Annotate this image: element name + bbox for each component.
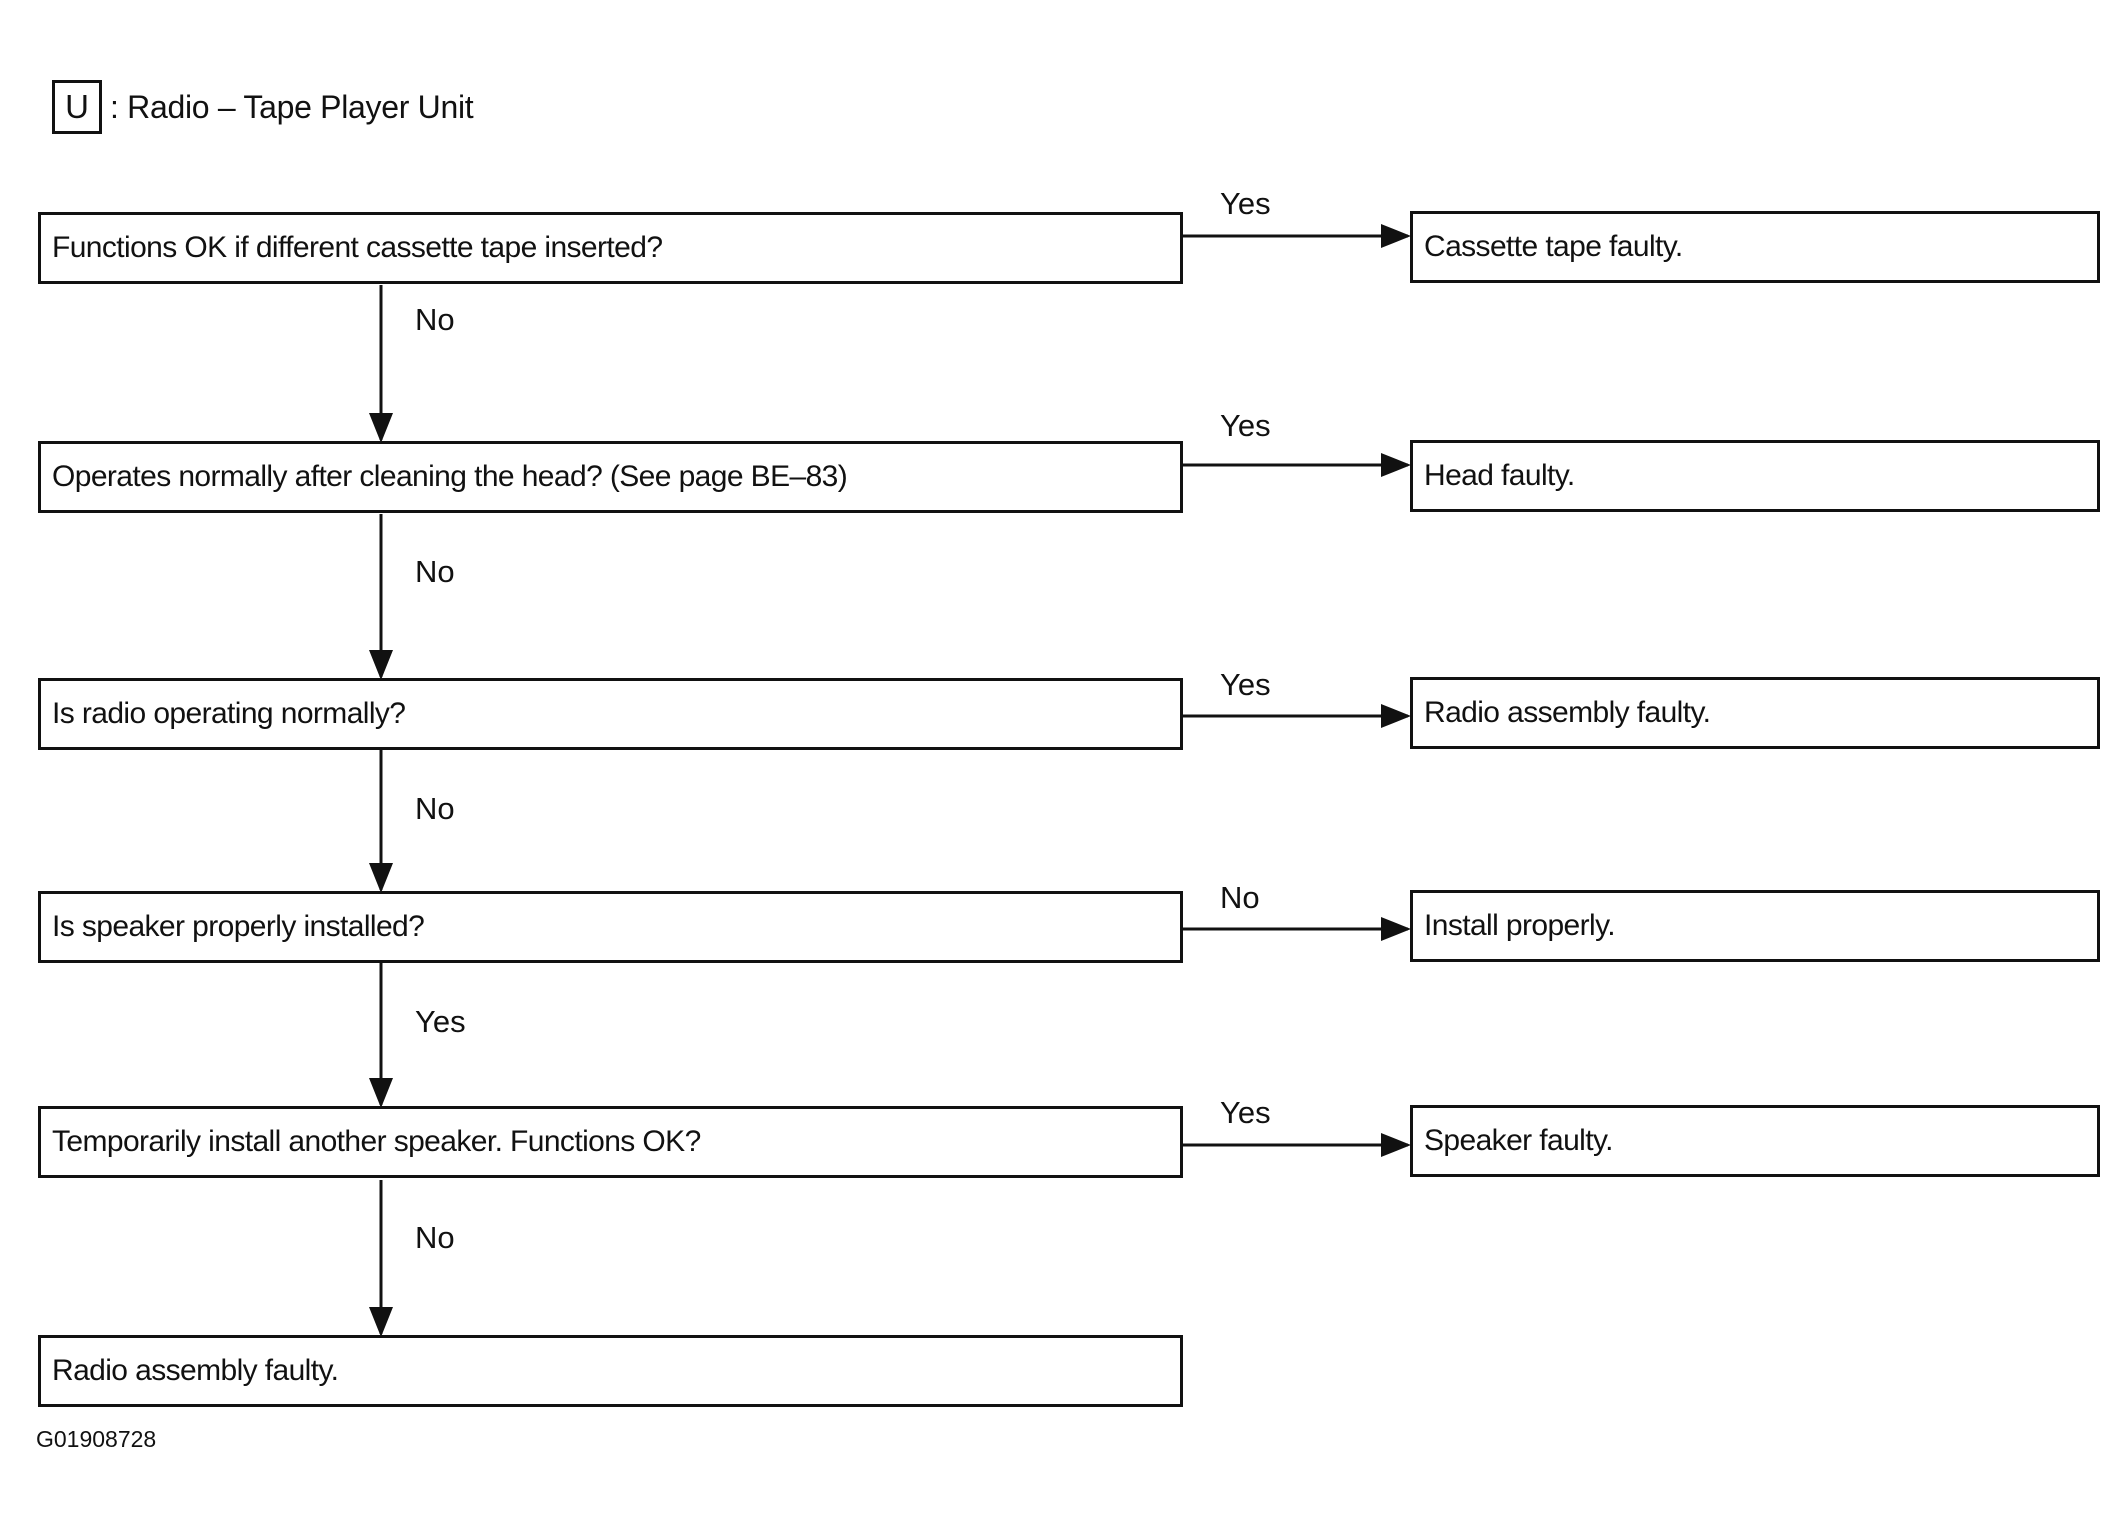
question-box-2: Operates normally after cleaning the hea… bbox=[38, 441, 1183, 513]
figure-code: G01908728 bbox=[36, 1426, 157, 1452]
result-box-2: Head faulty. bbox=[1410, 440, 2100, 512]
question-box-5: Temporarily install another speaker. Fun… bbox=[38, 1106, 1183, 1178]
branch-label-2: Yes bbox=[1220, 408, 1271, 443]
result-box-5: Speaker faulty. bbox=[1410, 1105, 2100, 1177]
branch-label-5: Yes bbox=[1220, 1095, 1271, 1130]
legend-text: : Radio – Tape Player Unit bbox=[110, 88, 474, 125]
result-box-1: Cassette tape faulty. bbox=[1410, 211, 2100, 283]
question-box-1: Functions OK if different cassette tape … bbox=[38, 212, 1183, 284]
continue-label-3: No bbox=[415, 791, 455, 826]
legend: U : Radio – Tape Player Unit bbox=[52, 78, 474, 136]
branch-label-1: Yes bbox=[1220, 186, 1271, 221]
continue-label-4: Yes bbox=[415, 1004, 466, 1039]
final-result-box: Radio assembly faulty. bbox=[38, 1335, 1183, 1407]
unit-symbol-box: U bbox=[52, 80, 102, 134]
result-box-4: Install properly. bbox=[1410, 890, 2100, 962]
question-box-4: Is speaker properly installed? bbox=[38, 891, 1183, 963]
continue-label-1: No bbox=[415, 302, 455, 337]
question-box-3: Is radio operating normally? bbox=[38, 678, 1183, 750]
continue-label-2: No bbox=[415, 554, 455, 589]
result-box-3: Radio assembly faulty. bbox=[1410, 677, 2100, 749]
branch-label-3: Yes bbox=[1220, 667, 1271, 702]
branch-label-4: No bbox=[1220, 880, 1260, 915]
continue-label-5: No bbox=[415, 1220, 455, 1255]
